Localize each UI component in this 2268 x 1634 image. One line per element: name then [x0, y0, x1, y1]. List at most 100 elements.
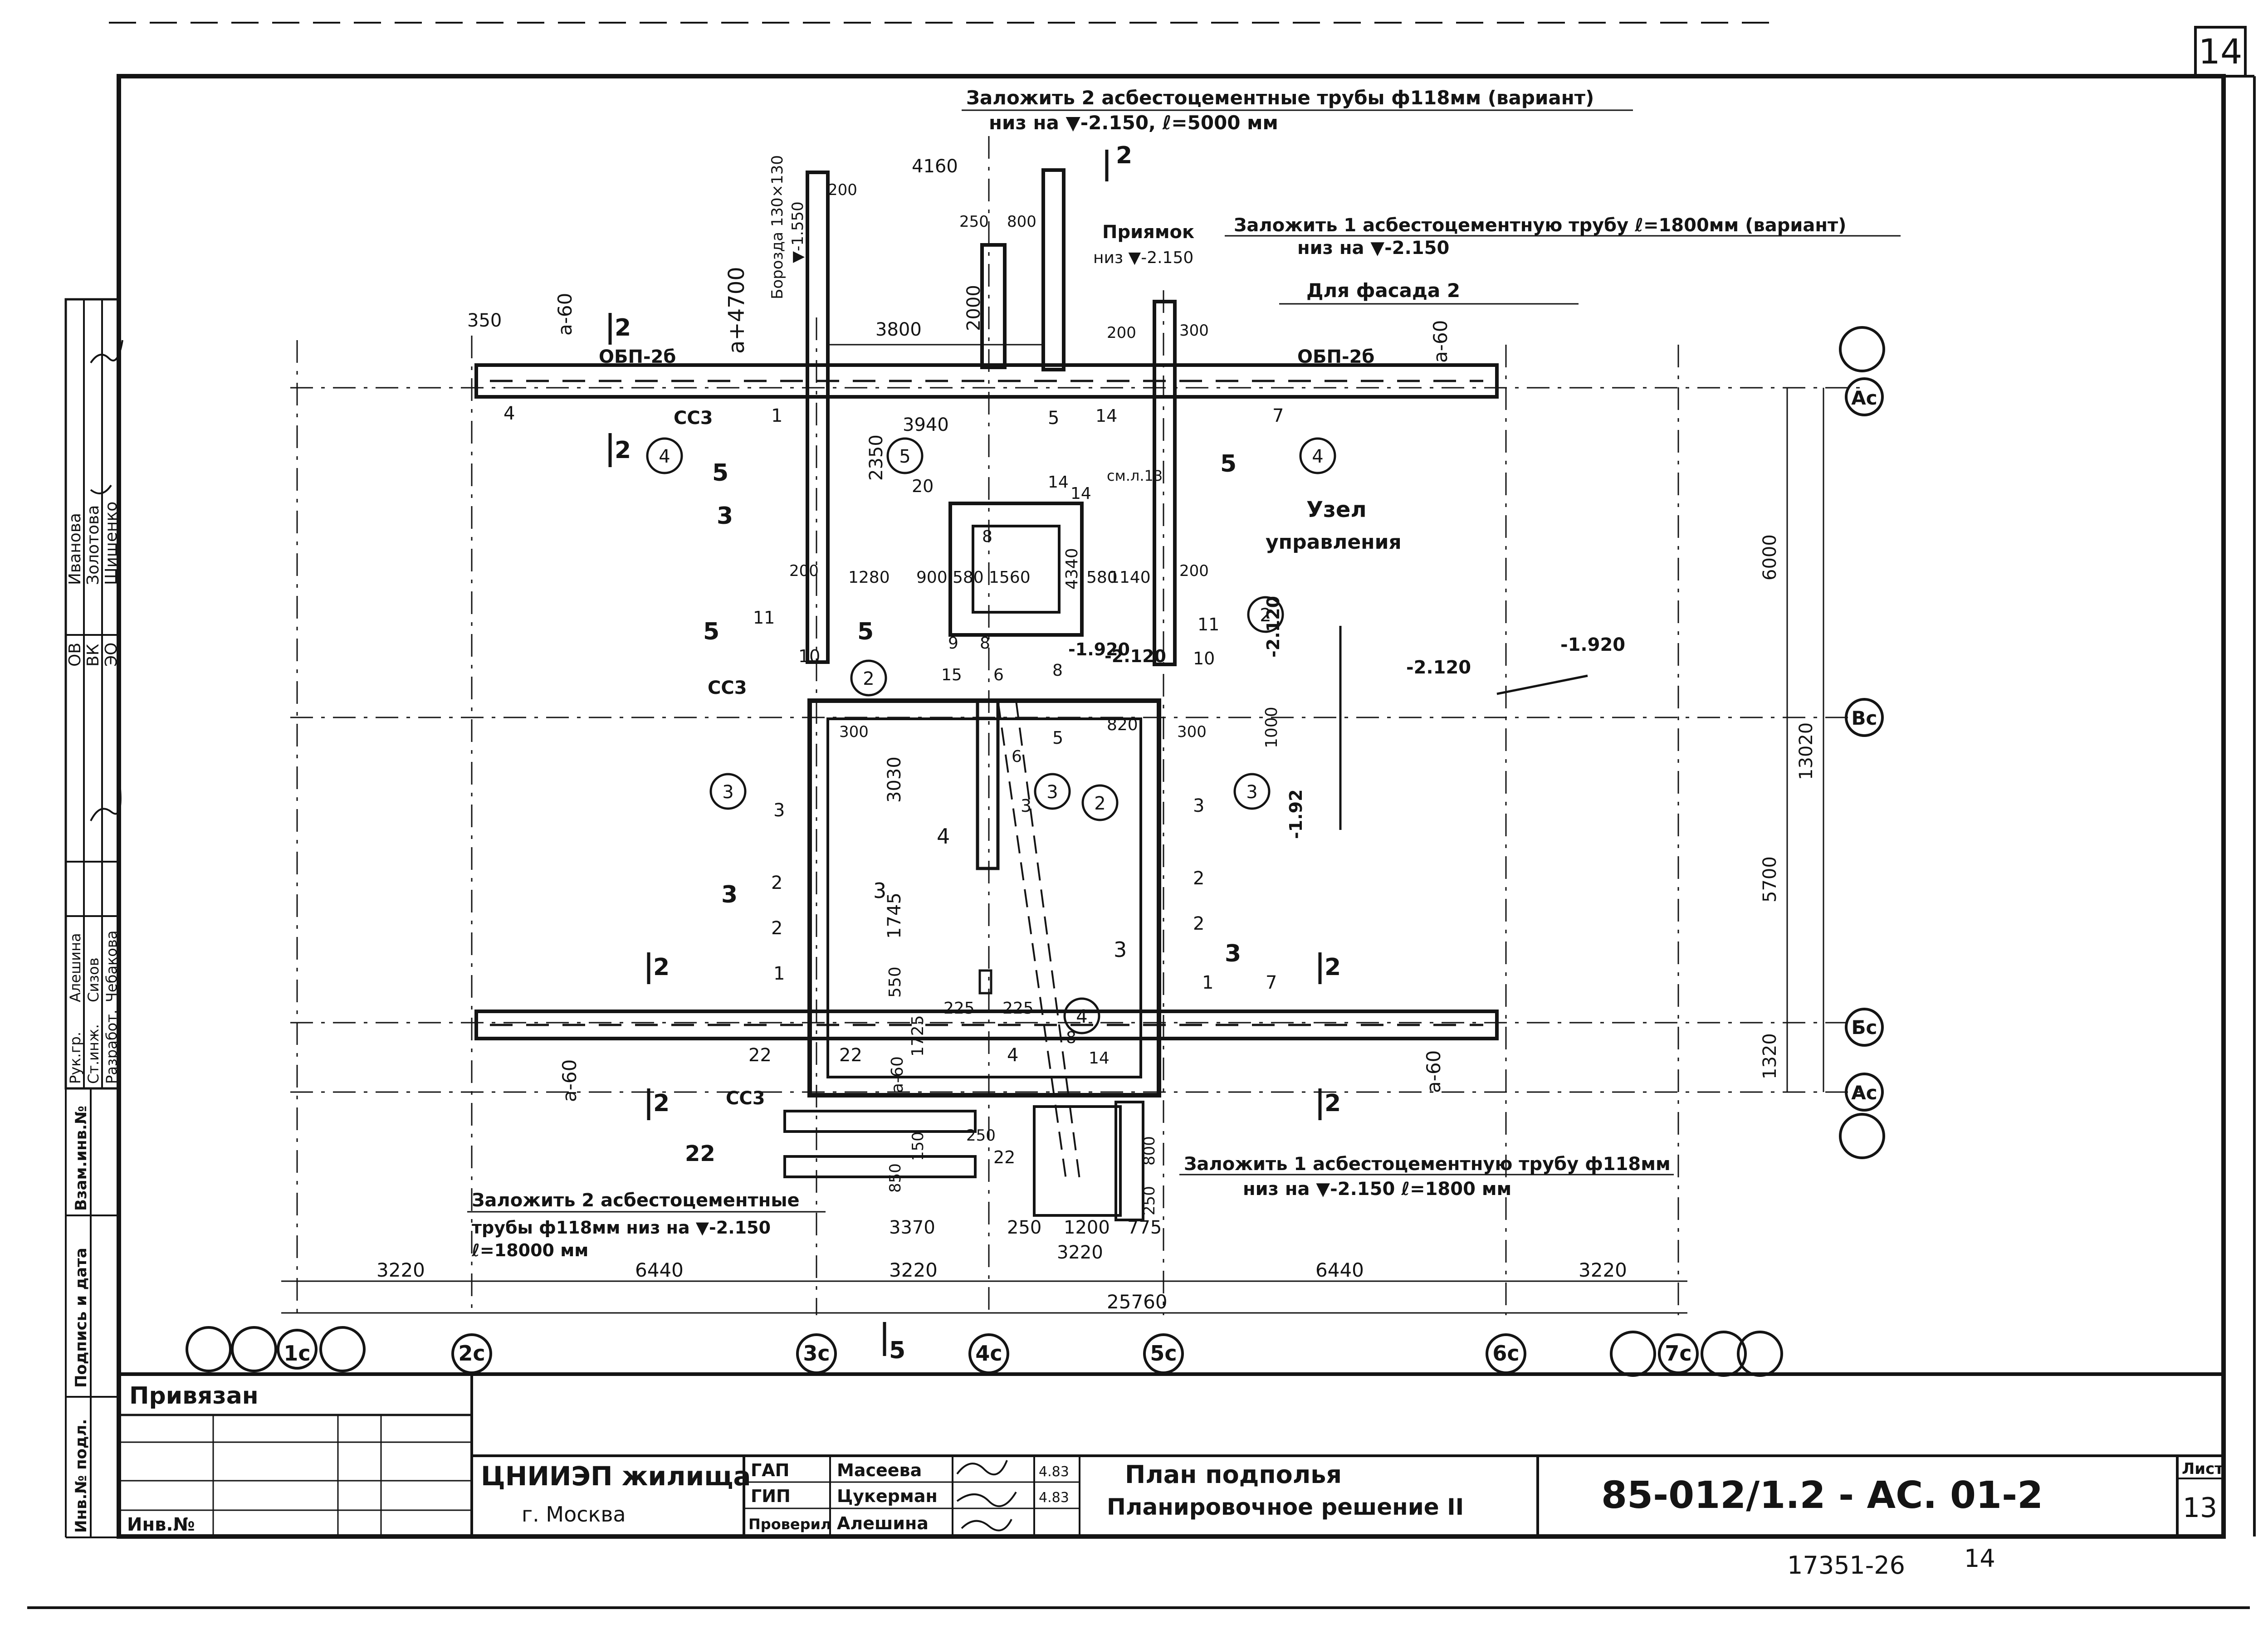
level-a: -2.120	[1105, 646, 1166, 666]
note-pipe-right-2: низ на ▼-2.150	[1297, 238, 1449, 259]
mark-ss3-b: СС3	[708, 678, 747, 698]
mark-12-b: 14	[1048, 473, 1069, 492]
dim-2350: 2350	[866, 434, 887, 481]
dim-5700: 5700	[1760, 856, 1780, 902]
sheet-label: Лист	[2182, 1460, 2224, 1478]
archive-number: 17351-26	[1787, 1551, 1905, 1580]
dim-3220-b: 3220	[889, 1259, 938, 1281]
section-5-bottom: 5	[889, 1337, 905, 1364]
dim-3940: 3940	[903, 415, 949, 435]
mark-obp-right: ОБП-2б	[1297, 346, 1374, 367]
dim-1000: 1000	[1262, 707, 1281, 748]
bottom-dimension-chain: 3220 6440 3220 6440 3220 25760 3370 250 …	[281, 1217, 1687, 1314]
mark-2-b: 2	[771, 918, 782, 939]
dim-550: 550	[886, 966, 904, 998]
mark-3-room-right: 3	[1114, 937, 1127, 962]
axis-label-2c: 2c	[458, 1341, 485, 1366]
title-block: Привязан Инв.№ ЦНИИЭП жилища г. Москва Г…	[117, 1372, 2225, 1538]
section-3-lower-right: 3	[1225, 940, 1241, 967]
mark-6-a: 6	[993, 666, 1004, 684]
callout-3-left: 3	[722, 782, 733, 803]
dim-total-25760: 25760	[1107, 1291, 1168, 1313]
axis-label-3c: 3c	[803, 1341, 830, 1366]
stamp-role-razrab: Разработ.	[103, 1010, 120, 1084]
mark-12-a: 14	[1095, 406, 1117, 426]
mark-obp-left: ОБП-2б	[599, 346, 676, 367]
name-checked: Алешина	[837, 1513, 929, 1533]
date-gap: 4.83	[1039, 1464, 1069, 1480]
drawing-title-1: План подполья	[1125, 1460, 1342, 1489]
stamp-name-ruk: Алешина	[67, 933, 84, 1002]
date-gip: 4.83	[1039, 1490, 1069, 1506]
mark-ss3-c: СС3	[726, 1088, 765, 1109]
mark-5-b: 5	[1052, 728, 1063, 748]
mark-10-a: 10	[798, 646, 820, 666]
section-4-left: 5	[712, 459, 728, 487]
stamp-name-ov: Иванова	[66, 513, 84, 585]
dim-800: 800	[1007, 213, 1036, 231]
dim-1725: 1725	[909, 1015, 927, 1057]
mark-5-a: 5	[1048, 408, 1059, 429]
callout-4-right: 4	[1312, 446, 1323, 467]
dim-225-b: 225	[1002, 999, 1034, 1018]
note-pipe-right-1: Заложить 1 асбестоцементную трубу ℓ=1800…	[1234, 215, 1846, 236]
element-marks: 4 1 5 14 7 20 8 14 14 11 11 10 10 9 8 8 …	[503, 403, 1284, 1167]
page-number-box	[2194, 26, 2247, 78]
dim-800-b: 800	[1140, 1136, 1158, 1166]
mark-1-c: 1	[1202, 972, 1213, 993]
note-facade: Для фасада 2	[1306, 279, 1460, 302]
axis-label-4c: 4c	[975, 1341, 1002, 1366]
callout-2-mid: 2	[1094, 793, 1105, 814]
marks: ОБП-2б ОБП-2б СС3 СС3 СС3 а-60 а-60 а-60…	[554, 293, 1625, 1109]
mark-2-d: 2	[1193, 913, 1204, 934]
axis-label-vc: Вс	[1852, 707, 1877, 729]
left-stamp: ОВ Иванова ВК Золотова ЭО Шишенко Рук.гр…	[64, 298, 123, 1538]
section-5-mid: 5	[857, 618, 874, 645]
mark-10-b: 10	[1193, 649, 1215, 668]
dim-1560: 1560	[989, 568, 1031, 587]
axis-label-5c: 5c	[1150, 1341, 1177, 1366]
callout-3-mid: 3	[1046, 782, 1058, 803]
mark-7-a: 7	[1272, 405, 1284, 426]
stamp-name-eo: Шишенко	[102, 502, 121, 585]
stamp-role-eo: ЭО	[102, 643, 121, 667]
dim-250-c: 250	[966, 1127, 996, 1145]
mark-a60-d: а-60	[1422, 1050, 1445, 1093]
dim-3800: 3800	[875, 319, 922, 340]
name-gap: Масеева	[837, 1460, 922, 1480]
dim-3220-a: 3220	[376, 1259, 425, 1281]
name-gip: Цукерман	[837, 1486, 938, 1506]
dim-1140: 1140	[1109, 568, 1151, 587]
mark-3-a: 3	[773, 800, 785, 821]
stamp-signatures	[90, 340, 123, 821]
notes: Заложить 2 асбестоцементные трубы ф118мм…	[467, 87, 1901, 1260]
mark-14: 15	[941, 666, 962, 684]
mark-1-a: 1	[771, 405, 782, 426]
mark-a60-inner: а-60	[888, 1056, 907, 1093]
dim-580-b: 580	[1086, 568, 1118, 587]
dim-1320: 1320	[1760, 1033, 1780, 1079]
mark-20: 20	[912, 476, 934, 496]
dim-6440-b: 6440	[1315, 1259, 1364, 1281]
dim-300-b: 300	[1177, 723, 1207, 741]
dim-1745: 1745	[884, 893, 905, 939]
inv-no-label: Инв.№	[127, 1514, 195, 1535]
stamp-inv-podl: Инв.№ подл.	[72, 1419, 90, 1533]
note-pipes-bl-1: Заложить 2 асбестоцементные	[472, 1190, 800, 1211]
mark-11-b: 11	[1198, 615, 1219, 634]
note-pipes-top-1: Заложить 2 асбестоцементные трубы ф118мм…	[966, 87, 1594, 109]
note-furrow: Борозда 130×130	[768, 155, 787, 299]
mark-ss3-a: СС3	[674, 408, 713, 429]
attached-label: Привязан	[129, 1382, 259, 1410]
stamp-signature-date: Подпись и дата	[72, 1248, 90, 1388]
callout-2-left: 2	[863, 668, 874, 689]
right-dimension-chain: 6000 5700 13020 1320	[1760, 388, 1824, 1092]
dim-200-a: 200	[789, 562, 819, 580]
sheet-number: 13	[2183, 1492, 2217, 1524]
note-node-2: управления	[1266, 531, 1402, 554]
mark-6-b: 6	[1012, 747, 1022, 766]
mark-15-a: 22	[748, 1045, 772, 1066]
dim-300-c: 300	[1179, 322, 1209, 340]
section-marks: 2 2 2 5 3 5 5 5 3 3 2 2 2 2 22 5	[608, 142, 1341, 1364]
